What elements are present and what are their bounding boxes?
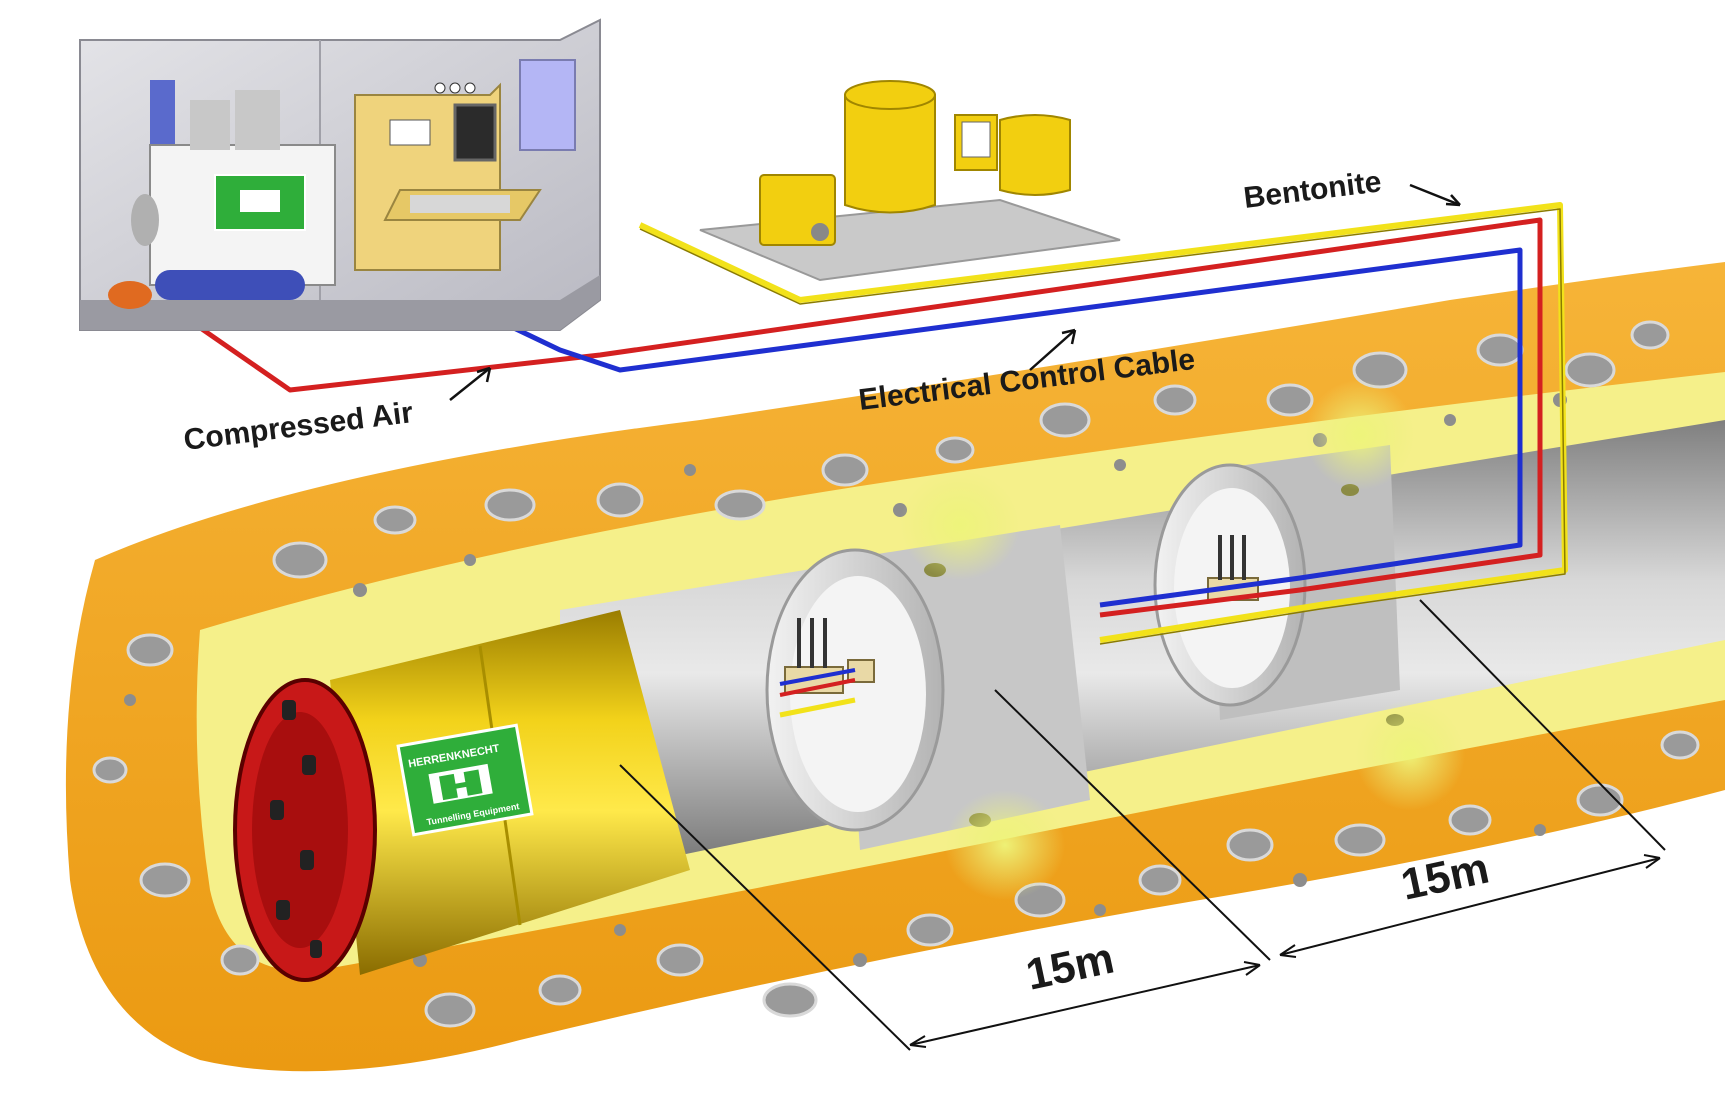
compressed-air-line <box>158 217 1543 618</box>
cutter-head <box>233 678 377 982</box>
control-container <box>79 18 601 331</box>
label-compressed-air: Compressed Air <box>182 396 415 457</box>
bentonite-injection-glow <box>900 380 1465 900</box>
electrical-control-line <box>428 247 1523 608</box>
jacking-station-1 <box>765 525 1090 850</box>
callout-arrows <box>449 183 1461 401</box>
window <box>519 59 576 151</box>
label-segment-length-1: 15m <box>1022 934 1118 1000</box>
air-compressor <box>108 80 336 309</box>
supply-lines <box>158 202 1568 718</box>
herrenknecht-logo: HERRENKNECHT Tunnelling Equipment <box>396 723 534 837</box>
tunnel-boring-machine: HERRENKNECHT Tunnelling Equipment <box>233 610 690 982</box>
control-desk <box>354 82 542 271</box>
label-bentonite: Bentonite <box>1242 165 1383 215</box>
dimension-annotations <box>619 599 1666 1051</box>
bentonite-plant <box>699 80 1121 282</box>
